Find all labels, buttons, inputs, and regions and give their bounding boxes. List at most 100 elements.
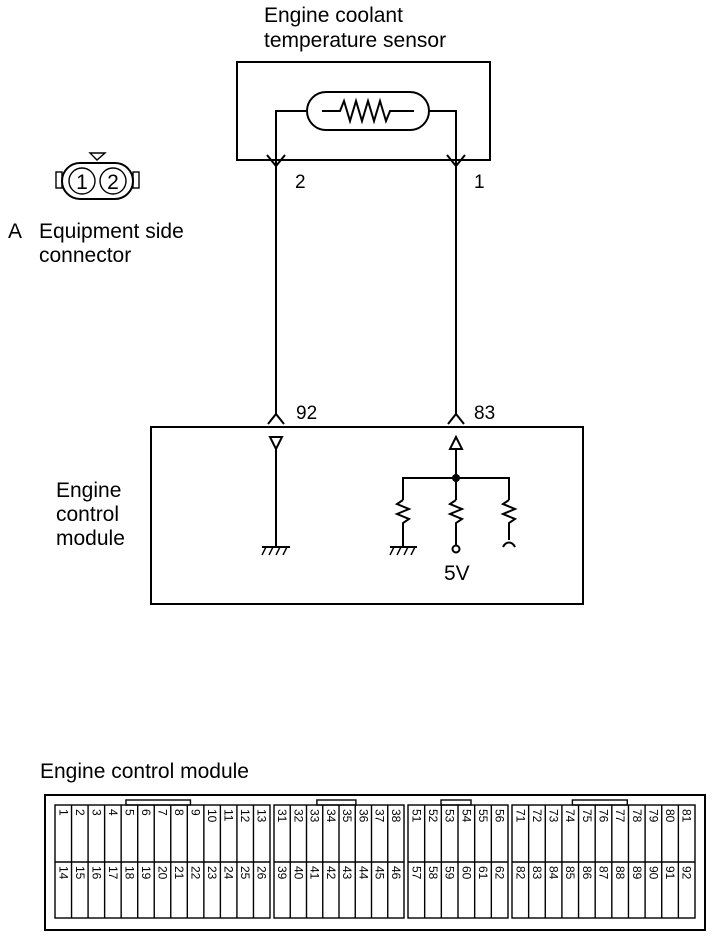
connector-pin-a: 1 xyxy=(76,171,88,194)
terminal-92: 92 xyxy=(680,866,694,880)
terminal-82: 82 xyxy=(513,866,527,880)
terminal-51: 51 xyxy=(409,809,423,823)
ecm-label-line3: module xyxy=(56,527,125,550)
terminal-26: 26 xyxy=(255,866,269,880)
terminal-76: 76 xyxy=(597,809,611,823)
terminal-43: 43 xyxy=(340,866,354,880)
terminal-91: 91 xyxy=(663,866,677,880)
terminal-71: 71 xyxy=(513,809,527,823)
terminal-32: 32 xyxy=(291,809,305,823)
sensor-title-line2: temperature sensor xyxy=(264,29,446,52)
terminal-33: 33 xyxy=(308,809,322,823)
terminal-17: 17 xyxy=(106,866,120,880)
terminal-24: 24 xyxy=(222,866,236,880)
ecm-input-triangle-icon xyxy=(268,436,284,452)
terminal-4: 4 xyxy=(106,809,120,816)
terminal-25: 25 xyxy=(238,866,252,880)
open-end-icon xyxy=(502,541,516,548)
terminal-44: 44 xyxy=(356,866,370,880)
terminal-1: 1 xyxy=(56,809,70,816)
sensor-lead-left xyxy=(275,110,307,166)
ecm-label-line1: Engine xyxy=(56,479,121,502)
terminal-18: 18 xyxy=(122,866,136,880)
ecm-input-triangle-right-icon xyxy=(448,434,464,450)
ecm-pin92-arrow-icon xyxy=(267,412,285,425)
ecm-pin-left-label: 92 xyxy=(296,403,317,424)
terminal-41: 41 xyxy=(308,866,322,880)
sensor-pin-left-label: 2 xyxy=(295,172,306,193)
sensor-title-line1: Engine coolant xyxy=(264,4,403,27)
terminal-12: 12 xyxy=(238,809,252,823)
terminal-20: 20 xyxy=(156,866,170,880)
terminal-57: 57 xyxy=(409,866,423,880)
terminal-14: 14 xyxy=(56,866,70,880)
resistor-left-icon xyxy=(394,499,412,546)
connector-pin-b: 2 xyxy=(107,171,119,194)
ground-icon xyxy=(261,546,290,556)
supply-terminal-icon xyxy=(451,544,461,554)
terminal-9: 9 xyxy=(189,809,203,816)
terminal-39: 39 xyxy=(275,866,289,880)
terminal-58: 58 xyxy=(426,866,440,880)
terminal-62: 62 xyxy=(493,866,507,880)
sensor-box xyxy=(236,61,491,161)
terminal-42: 42 xyxy=(324,866,338,880)
terminal-31: 31 xyxy=(275,809,289,823)
terminal-23: 23 xyxy=(205,866,219,880)
terminal-13: 13 xyxy=(255,809,269,823)
terminal-45: 45 xyxy=(373,866,387,880)
terminal-86: 86 xyxy=(580,866,594,880)
terminal-panel-title: Engine control module xyxy=(40,760,249,783)
resistor-right-icon xyxy=(500,499,518,540)
terminal-79: 79 xyxy=(646,809,660,823)
terminal-81: 81 xyxy=(680,809,694,823)
terminal-10: 10 xyxy=(205,809,219,823)
sensor-lead-right xyxy=(429,110,457,166)
thermistor-resistor-icon xyxy=(322,97,414,125)
terminal-85: 85 xyxy=(563,866,577,880)
terminal-46: 46 xyxy=(389,866,403,880)
terminal-87: 87 xyxy=(597,866,611,880)
terminal-89: 89 xyxy=(630,866,644,880)
terminal-77: 77 xyxy=(613,809,627,823)
terminal-38: 38 xyxy=(389,809,403,823)
terminal-59: 59 xyxy=(443,866,457,880)
terminal-5: 5 xyxy=(122,809,136,816)
terminal-21: 21 xyxy=(172,866,186,880)
terminal-22: 22 xyxy=(189,866,203,880)
terminal-56: 56 xyxy=(493,809,507,823)
sensor-pin-right-label: 1 xyxy=(474,172,485,193)
terminal-37: 37 xyxy=(373,809,387,823)
terminal-panel-frame xyxy=(44,794,706,931)
terminal-74: 74 xyxy=(563,809,577,823)
connector-caption-line1: Equipment side xyxy=(39,220,184,243)
terminal-16: 16 xyxy=(89,866,103,880)
terminal-72: 72 xyxy=(530,809,544,823)
terminal-61: 61 xyxy=(476,866,490,880)
terminal-73: 73 xyxy=(547,809,561,823)
ecm-pin83-arrow-icon xyxy=(447,412,465,425)
resistor-center-icon xyxy=(447,499,465,546)
terminal-36: 36 xyxy=(356,809,370,823)
terminal-83: 83 xyxy=(530,866,544,880)
ecm-label-line2: control xyxy=(56,503,119,526)
terminal-52: 52 xyxy=(426,809,440,823)
terminal-35: 35 xyxy=(340,809,354,823)
terminal-34: 34 xyxy=(324,809,338,823)
connector-caption-line2: connector xyxy=(39,244,131,267)
terminal-88: 88 xyxy=(613,866,627,880)
ecm-voltage-label: 5V xyxy=(444,562,470,585)
terminal-84: 84 xyxy=(547,866,561,880)
terminal-7: 7 xyxy=(156,809,170,816)
ecm-box xyxy=(150,426,584,605)
terminal-80: 80 xyxy=(663,809,677,823)
terminal-2: 2 xyxy=(73,809,87,816)
ecm-pin-right-label: 83 xyxy=(474,403,495,424)
terminal-15: 15 xyxy=(73,866,87,880)
terminal-90: 90 xyxy=(646,866,660,880)
ground-icon-right xyxy=(389,546,417,556)
